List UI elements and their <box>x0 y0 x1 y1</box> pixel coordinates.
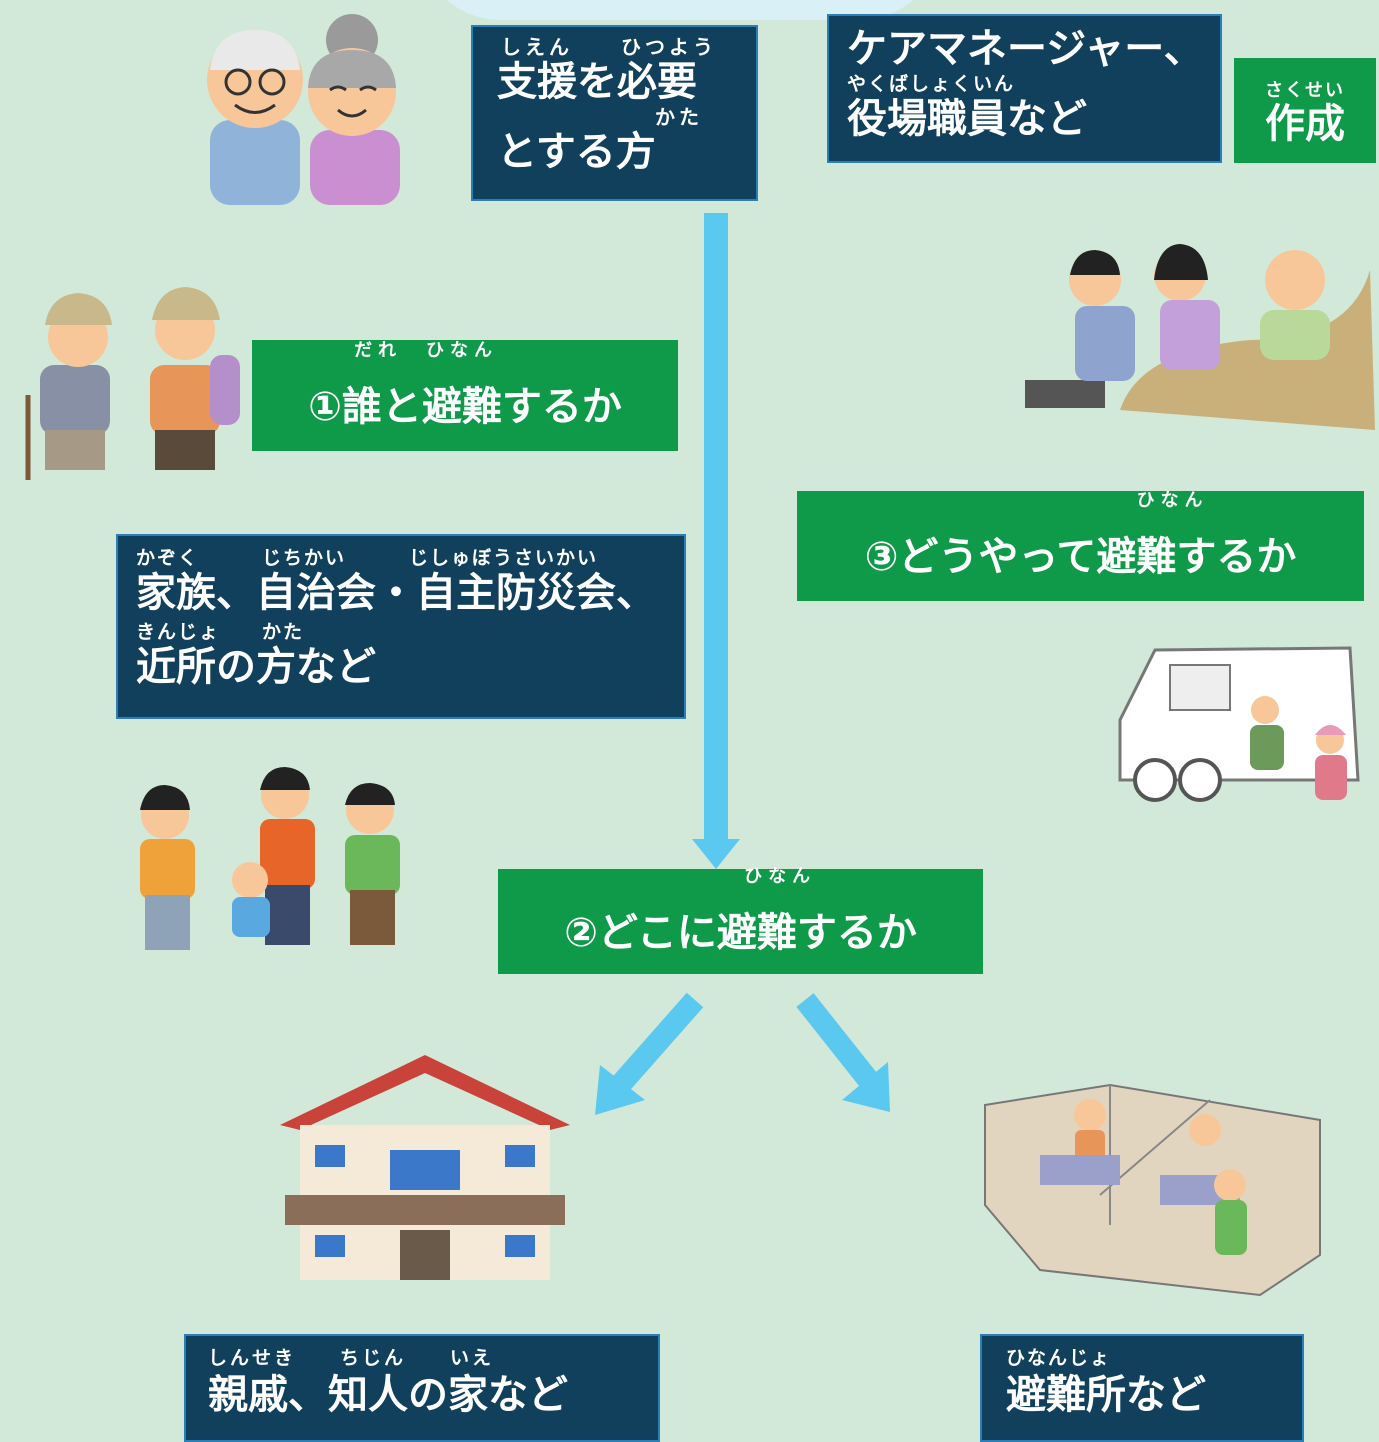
destination-shelter-ruby: ひなんじょ <box>1006 1347 1112 1369</box>
family-evacuating-illustration <box>140 767 400 950</box>
support-person-ruby2: かた <box>655 105 703 129</box>
question-3-wrap: ひなん ③どうやって避難するか <box>864 490 1297 582</box>
destination-shelter-box: ひなんじょ 避難所など <box>980 1334 1304 1442</box>
question-1-label: ①誰と避難するか <box>308 383 622 430</box>
question-3-label: ③どうやって避難するか <box>864 534 1297 580</box>
helpers-line1: 家族、自治会・自主防災会、 <box>136 570 656 616</box>
down-arrow <box>692 213 740 869</box>
van-illustration <box>1118 646 1360 802</box>
question-2-ruby: ひなん <box>744 865 817 887</box>
destination-home-box: しんせき ちじん いえ 親戚、知人の家など <box>184 1334 660 1442</box>
question-2-label: ②どこに避難するか <box>564 909 917 956</box>
support-person-line2: とする方 <box>497 129 656 175</box>
support-person-line1: 支援を必要 <box>497 59 697 105</box>
helpers-line2: 近所の方など <box>136 644 376 690</box>
creator-ruby: やくばしょくいん <box>847 73 1016 95</box>
top-decoration <box>420 0 940 20</box>
creator-box: ケアマネージャー、 やくばしょくいん 役場職員など <box>827 14 1222 163</box>
create-badge-label: 作成 <box>1265 100 1345 147</box>
question-3-ruby: ひなん <box>1136 490 1209 511</box>
question-1-ruby: だれ ひなん <box>354 339 499 361</box>
destination-shelter-label: 避難所など <box>1006 1372 1206 1418</box>
creator-line1: ケアマネージャー、 <box>847 26 1204 72</box>
question-1-box: だれ ひなん ①誰と避難するか <box>252 340 678 451</box>
creator-line2: 役場職員など <box>847 96 1087 142</box>
helmet-helpers-illustration <box>25 287 240 480</box>
support-person-box: しえん ひつよう 支援を必要 かた とする方 <box>471 25 758 201</box>
shelter-illustration <box>984 1083 1321 1297</box>
support-person-ruby: しえん ひつよう <box>501 35 717 59</box>
question-2-wrap: ひなん ②どこに避難するか <box>564 866 917 958</box>
create-badge: さくせい 作成 <box>1234 58 1376 163</box>
helpers-ruby-1: かぞく じちかい じしゅぼうさいかい <box>136 547 599 569</box>
helpers-ruby-2: きんじょ かた <box>136 621 305 643</box>
destination-home-ruby: しんせき ちじん いえ <box>208 1347 495 1369</box>
elderly-couple-illustration <box>207 14 400 205</box>
question-1-wrap: だれ ひなん ①誰と避難するか <box>308 340 622 432</box>
arrow-to-shelter <box>796 993 890 1112</box>
arrow-to-home <box>595 992 704 1115</box>
bedside-care-illustration <box>1025 244 1375 430</box>
question-2-box: ひなん ②どこに避難するか <box>498 866 983 974</box>
create-badge-ruby: さくせい <box>1265 79 1345 101</box>
helpers-box: かぞく じちかい じしゅぼうさいかい 家族、自治会・自主防災会、 きんじょ かた… <box>116 534 686 719</box>
destination-home-label: 親戚、知人の家など <box>208 1372 568 1418</box>
question-3-box: ひなん ③どうやって避難するか <box>797 490 1364 601</box>
house-illustration <box>280 1055 570 1280</box>
